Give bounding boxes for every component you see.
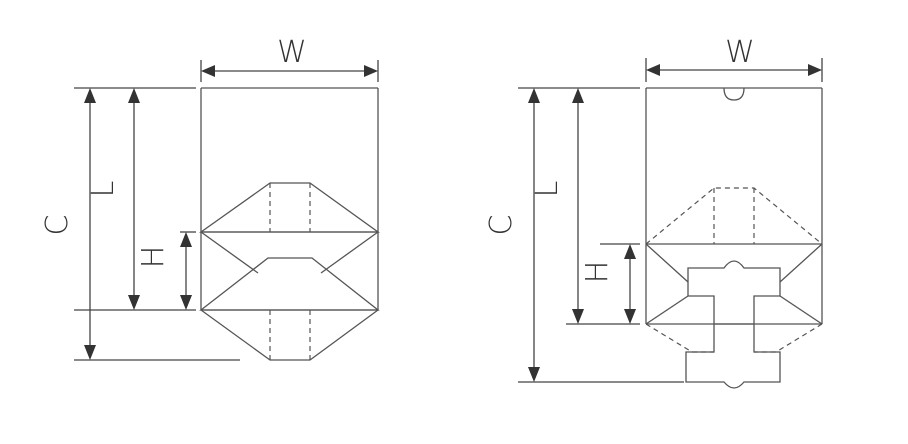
left-total-height-dimension: C [40, 88, 96, 360]
left-length-label: L [86, 181, 121, 198]
left-gusset-label: H [136, 246, 171, 269]
left-total-height-label: C [40, 215, 75, 236]
left-gusset-dimension: H [136, 232, 192, 310]
right-bag-outline [645, 87, 823, 325]
left-width-label: W [277, 35, 307, 70]
right-length-label: L [530, 181, 565, 198]
left-upper-fold [198, 182, 381, 274]
left-width-dimension: W [200, 35, 379, 82]
left-lower-fold [199, 257, 380, 361]
right-length-dimension: L [530, 88, 584, 324]
right-diagram: W C L H [484, 35, 823, 389]
right-gusset-band [645, 243, 823, 325]
right-extension-lines [518, 87, 684, 383]
right-upper-fold [645, 187, 823, 245]
right-gusset-label: H [580, 261, 615, 284]
right-width-label: W [725, 35, 755, 70]
right-lower-fold [645, 323, 823, 389]
right-gusset-dimension: H [580, 244, 636, 324]
right-width-dimension: W [645, 35, 823, 82]
left-extension-lines [74, 87, 240, 361]
right-total-height-label: C [484, 215, 519, 236]
left-bag-outline [200, 87, 379, 311]
left-length-dimension: L [86, 88, 140, 310]
right-total-height-dimension: C [484, 88, 540, 382]
left-diagram: W C L H [40, 35, 381, 361]
